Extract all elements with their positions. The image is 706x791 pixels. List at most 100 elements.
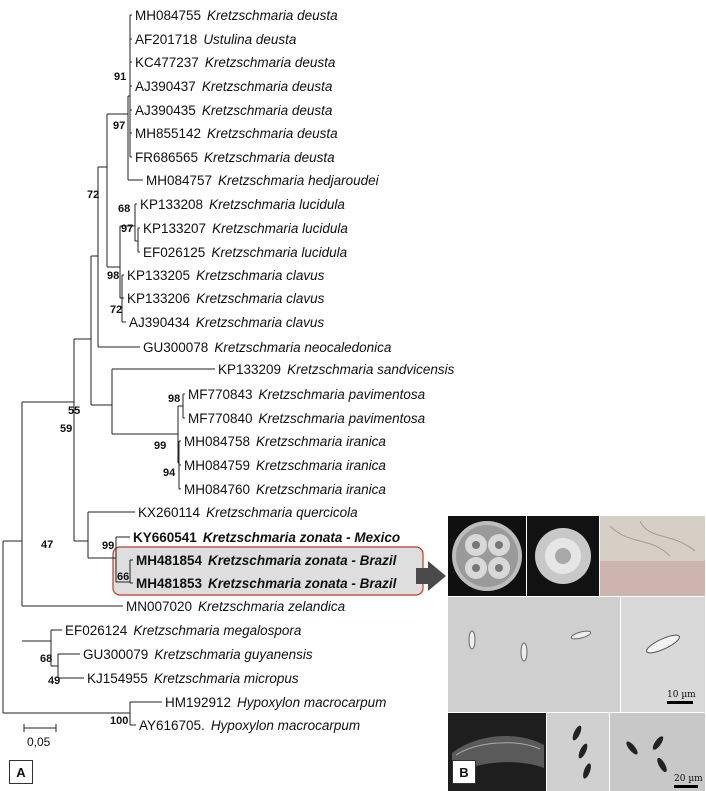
accession-number: AJ390434	[129, 315, 190, 330]
bootstrap-value: 47	[41, 539, 53, 551]
accession-number: MN007020	[126, 599, 192, 614]
taxon-label: KP133208 Kretzschmaria lucidula	[140, 197, 345, 212]
accession-number: KP133208	[140, 197, 203, 212]
accession-number: MH084760	[184, 482, 250, 497]
accession-number: MH481854	[136, 553, 203, 568]
accession-number: MH084759	[184, 458, 250, 473]
accession-number: KX260114	[138, 505, 201, 520]
bootstrap-value: 100	[110, 715, 128, 727]
taxon-label: AJ390434 Kretzschmaria clavus	[129, 315, 324, 330]
culture-plate-photo	[448, 516, 526, 596]
species-name: Ustulina deusta	[203, 32, 297, 47]
species-name: Kretzschmaria zonata - Mexico	[203, 530, 400, 545]
species-name: Kretzschmaria deusta	[202, 103, 333, 118]
bootstrap-value: 97	[113, 120, 125, 132]
species-name: Kretzschmaria pavimentosa	[259, 387, 426, 402]
accession-number: MH084755	[135, 8, 201, 23]
species-name: Kretzschmaria pavimentosa	[259, 411, 426, 426]
taxon-label: MH084758 Kretzschmaria iranica	[184, 434, 386, 449]
ascospores-micrograph-2: 20 µm	[610, 713, 705, 791]
taxon-label: KP133205Kretzschmaria clavus	[127, 268, 325, 283]
colony-photo	[527, 516, 599, 596]
accession-number: MF770840	[188, 411, 253, 426]
taxon-label: KJ154955Kretzschmaria micropus	[87, 671, 299, 686]
accession-number: GU300079	[83, 647, 148, 662]
hyphae-micrograph	[600, 516, 705, 596]
taxon-label: KX260114 Kretzschmaria quercicola	[138, 505, 358, 520]
taxon-label: MH481854 Kretzschmaria zonata - Brazil	[136, 553, 397, 568]
accession-number: KP133205	[127, 268, 190, 283]
species-name: Kretzschmaria neocaledonica	[214, 340, 392, 355]
taxon-label: KC477237 Kretzschmaria deusta	[135, 55, 336, 70]
conidia-closeup-micrograph: 10 µm	[621, 597, 705, 712]
species-name: Kretzschmaria iranica	[256, 434, 386, 449]
species-name: Kretzschmaria zonata - Brazil	[208, 576, 397, 591]
taxon-label: EF026124 Kretzschmaria megalospora	[65, 623, 302, 638]
bootstrap-value: 72	[87, 189, 99, 201]
accession-number: FR686565	[135, 150, 198, 165]
accession-number: EF026125	[143, 245, 205, 260]
bootstrap-value: 98	[107, 270, 119, 282]
accession-number: HM192912	[165, 695, 231, 710]
species-name: Kretzschmaria guyanensis	[154, 647, 313, 662]
taxon-label: MF770840 Kretzschmaria pavimentosa	[188, 411, 426, 426]
species-name: Kretzschmaria zelandica	[198, 599, 346, 614]
species-name: Hypoxylon macrocarpum	[237, 695, 386, 710]
species-name: Kretzschmaria lucidula	[212, 221, 348, 236]
species-name: Kretzschmaria megalospora	[133, 623, 302, 638]
species-name: Kretzschmaria deusta	[207, 126, 338, 141]
bootstrap-value: 72	[110, 304, 122, 316]
bootstrap-value: 66	[117, 571, 129, 583]
accession-number: MF770843	[188, 387, 253, 402]
accession-number: AF201718	[135, 32, 197, 47]
bootstrap-value: 68	[118, 203, 130, 215]
bootstrap-value: 91	[114, 71, 126, 83]
bootstrap-value: 94	[163, 467, 176, 479]
accession-number: GU300078	[143, 340, 208, 355]
taxon-label: FR686565 Kretzschmaria deusta	[135, 150, 335, 165]
species-name: Kretzschmaria deusta	[205, 55, 336, 70]
species-name: Kretzschmaria sandvicensis	[287, 362, 455, 377]
taxon-label: HM192912 Hypoxylon macrocarpum	[165, 695, 386, 710]
taxon-label: KP133209 Kretzschmaria sandvicensis	[218, 362, 455, 377]
accession-number: KC477237	[135, 55, 199, 70]
species-name: Kretzschmaria iranica	[256, 482, 386, 497]
species-name: Kretzschmaria deusta	[204, 150, 335, 165]
panel-b-label: B	[452, 760, 476, 784]
species-name: Kretzschmaria lucidula	[209, 197, 345, 212]
species-name: Kretzschmaria clavus	[196, 291, 325, 306]
bootstrap-value: 59	[60, 423, 72, 435]
species-name: Kretzschmaria iranica	[256, 458, 386, 473]
accession-number: KP133206	[127, 291, 190, 306]
micro-scale-label-2: 20 µm	[674, 774, 703, 784]
accession-number: AJ390435	[135, 103, 196, 118]
taxon-label: AY616705.Hypoxylon macrocarpum	[139, 718, 360, 733]
accession-number: MH084758	[184, 434, 250, 449]
micro-scale-bar-1	[667, 701, 693, 704]
bootstrap-value: 97	[121, 223, 133, 235]
micro-scale-bar-2	[674, 785, 698, 788]
taxon-label: MF770843 Kretzschmaria pavimentosa	[188, 387, 426, 402]
taxon-label: KP133206 Kretzschmaria clavus	[127, 291, 325, 306]
accession-number: KP133209	[218, 362, 281, 377]
ascospores-micrograph	[547, 713, 609, 791]
species-name: Kretzschmaria zonata - Brazil	[208, 553, 397, 568]
taxon-label: MH084760 Kretzschmaria iranica	[184, 482, 386, 497]
taxon-label: GU300078 Kretzschmaria neocaledonica	[143, 340, 392, 355]
species-name: Kretzschmaria clavus	[196, 315, 325, 330]
taxon-label: GU300079 Kretzschmaria guyanensis	[83, 647, 313, 662]
taxon-label: MH084759 Kretzschmaria iranica	[184, 458, 386, 473]
accession-number: EF026124	[65, 623, 128, 638]
species-name: Kretzschmaria quercicola	[206, 505, 358, 520]
species-name: Kretzschmaria hedjaroudei	[218, 173, 380, 188]
taxon-label: AF201718 Ustulina deusta	[135, 32, 297, 47]
accession-number: MH084757	[146, 173, 212, 188]
bootstrap-value: 55	[68, 405, 80, 417]
accession-number: KJ154955	[87, 671, 148, 686]
accession-number: MH855142	[135, 126, 201, 141]
taxon-label: MH855142 Kretzschmaria deusta	[135, 126, 338, 141]
